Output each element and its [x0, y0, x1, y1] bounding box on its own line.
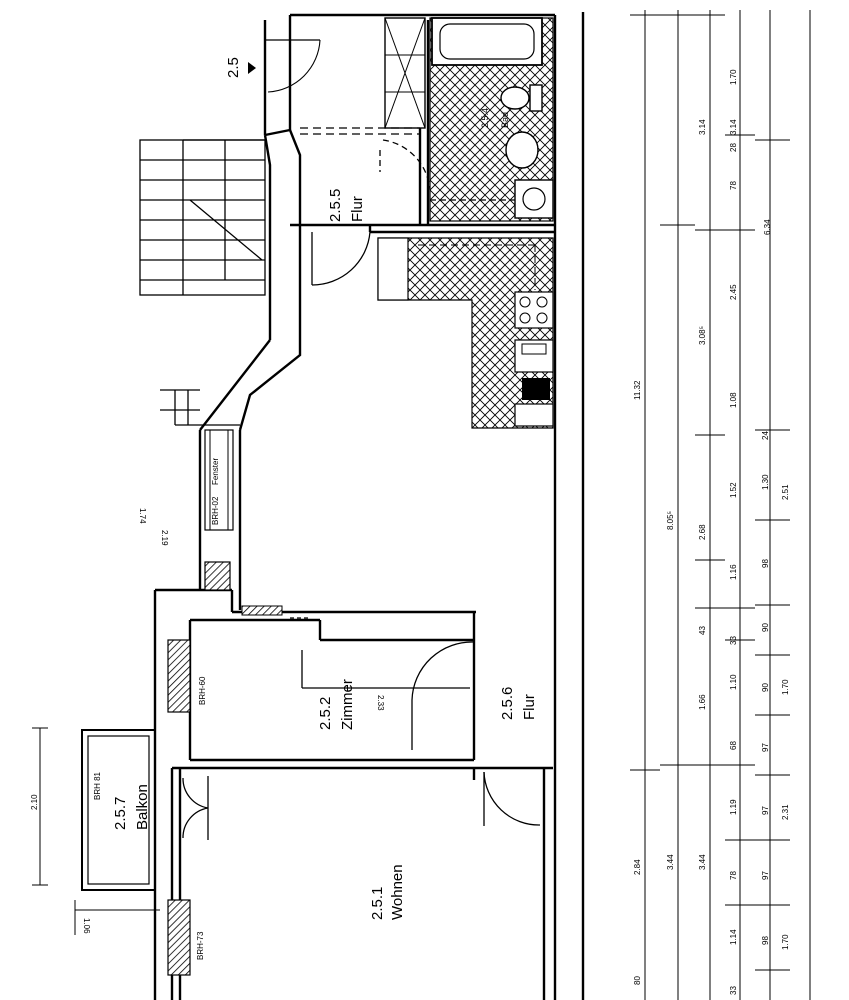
staircase — [139, 139, 266, 426]
window-labels: BRH-60 BRH-73 BRH 81 BRH-02 Fenster — [93, 458, 220, 960]
dim-11-32: 11.32 — [633, 380, 642, 400]
label-room-2-5-6-name: Flur — [521, 694, 538, 720]
dim-2-33: 2.33 — [376, 695, 385, 711]
dim-2-45: 2.45 — [729, 284, 738, 300]
dim-78-a: 78 — [729, 871, 738, 880]
dim-98-a: 98 — [761, 936, 770, 945]
dim-98-b: 98 — [761, 559, 770, 568]
stove — [514, 291, 554, 329]
dim-68: 68 — [729, 741, 738, 750]
label-room-2-5-2-name: Zimmer — [339, 679, 356, 730]
dim-1-70-bottom: 1.70 — [781, 934, 790, 950]
dim-1-30: 1.30 — [761, 474, 770, 490]
dim-1-70-mid: 1.70 — [781, 679, 790, 695]
dim-1-08: 1.08 — [729, 392, 738, 408]
sink — [505, 131, 539, 169]
dim-3-14-b: 3.14 — [729, 119, 738, 135]
dim-2-10: 2.10 — [30, 794, 39, 810]
label-brh-02: BRH-02 — [211, 496, 220, 525]
label-fenster: Fenster — [211, 458, 220, 485]
dim-90-a: 90 — [761, 683, 770, 692]
dim-80: 80 — [633, 976, 642, 985]
label-room-2-5-2-number: 2.5.2 — [317, 697, 334, 730]
dimension-chain-5: 98 97 97 97 90 90 98 1.30 24 1.70 2.31 1… — [761, 219, 790, 950]
label-brh-81: BRH 81 — [93, 771, 102, 800]
label-room-2-5-7-name: Balkon — [134, 784, 151, 830]
label-brh-60: BRH-60 — [198, 676, 207, 705]
label-room-2-5-5-name: Flur — [349, 196, 366, 222]
room-labels: 2.5 2.5.5 Flur 2.5.4 Bad 2.5.2 Zimmer 2.… — [112, 57, 538, 920]
dim-3-14-a: 3.14 — [698, 119, 707, 135]
dim-1-70-top: 1.70 — [729, 69, 738, 85]
arrow-icon — [248, 62, 256, 74]
dim-90-b: 90 — [761, 623, 770, 632]
dim-24: 24 — [761, 431, 770, 440]
dim-97-b: 97 — [761, 806, 770, 815]
dim-3-44-a: 3.44 — [666, 854, 675, 870]
door-swings — [182, 39, 541, 840]
label-room-2-5-1-number: 2.5.1 — [369, 887, 386, 920]
walls — [153, 12, 585, 1000]
dim-43: 43 — [698, 626, 707, 635]
dim-1-52: 1.52 — [729, 482, 738, 498]
dimension-lines — [630, 10, 811, 1000]
dimension-chain-3: 3.44 1.66 43 2.68 3.08⁵ 3.14 — [698, 119, 707, 870]
dim-2-19: 2.19 — [160, 530, 169, 546]
dim-28: 28 — [729, 143, 738, 152]
dim-97-c: 97 — [761, 743, 770, 752]
dim-1-16: 1.16 — [729, 564, 738, 580]
balcony — [32, 727, 160, 935]
label-room-2-5-6-number: 2.5.6 — [499, 687, 516, 720]
label-room-2-5-5-number: 2.5.5 — [327, 189, 344, 222]
bathroom-fixtures — [384, 17, 554, 222]
dim-1-19: 1.19 — [729, 799, 738, 815]
dim-3-08: 3.08⁵ — [698, 326, 707, 345]
label-room-2-5-4-number: 2.5.4 — [480, 108, 490, 128]
label-room-2-5-7-number: 2.5.7 — [112, 797, 129, 830]
dim-78-b: 78 — [729, 181, 738, 190]
dim-6-34: 6.34 — [763, 219, 772, 235]
dim-1-66: 1.66 — [698, 694, 707, 710]
dim-33-b: 33 — [729, 636, 738, 645]
dimension-chain-1: 80 2.84 11.32 — [633, 380, 642, 985]
dim-97-a: 97 — [761, 871, 770, 880]
dim-3-44-b: 3.44 — [698, 854, 707, 870]
dim-2-51: 2.51 — [781, 484, 790, 500]
label-brh-73: BRH-73 — [196, 931, 205, 960]
dim-8-05: 8.05⁵ — [666, 511, 675, 530]
dimension-chain-2: 3.44 8.05⁵ — [666, 511, 675, 870]
dim-1-14: 1.14 — [729, 929, 738, 945]
label-room-2-5: 2.5 — [225, 57, 242, 78]
dim-1-10: 1.10 — [729, 674, 738, 690]
label-room-2-5-4-name: Bad — [500, 112, 510, 128]
dim-2-84: 2.84 — [633, 859, 642, 875]
dim-1-74: 1.74 — [138, 508, 147, 524]
dim-1-06: 1.06 — [82, 918, 91, 934]
small-dimensions: 2.33 2.10 1.06 1.74 2.19 — [30, 508, 385, 934]
dim-2-31: 2.31 — [781, 804, 790, 820]
kitchen-sink — [514, 339, 554, 373]
dimension-chain-4: 33 1.14 78 1.19 68 1.10 33 1.16 1.52 1.0… — [729, 69, 738, 995]
toilet — [500, 86, 530, 110]
label-room-2-5-1-name: Wohnen — [389, 864, 406, 920]
windows — [167, 429, 283, 976]
dim-2-68: 2.68 — [698, 524, 707, 540]
kitchen — [377, 237, 554, 429]
dim-33: 33 — [729, 986, 738, 995]
